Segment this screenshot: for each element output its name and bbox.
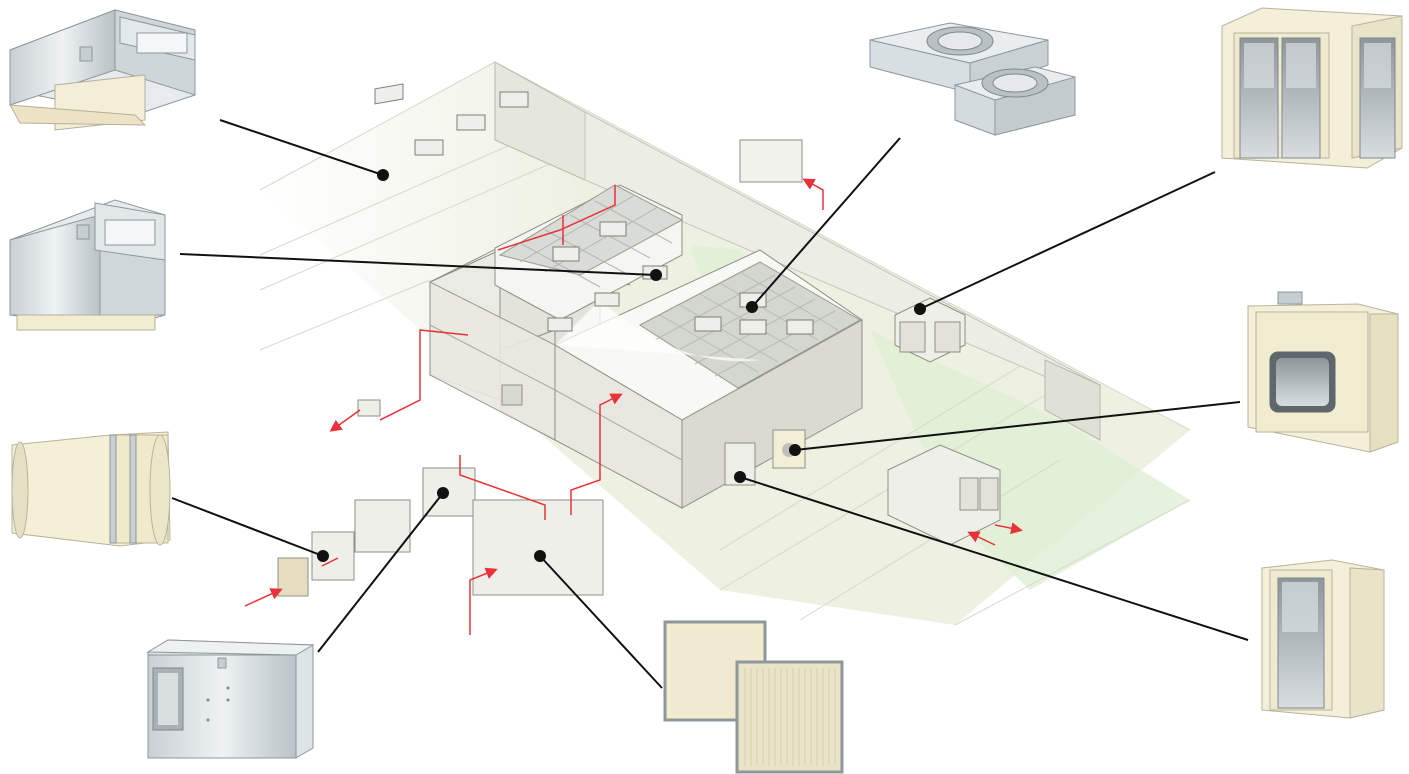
room-door-units xyxy=(724,139,1001,546)
fan-coil-duct-unit-icon xyxy=(9,9,196,131)
roof-fan-units xyxy=(374,83,814,335)
air-handling-unit-icon xyxy=(146,639,315,759)
soft-curtain-booth-icon xyxy=(11,431,171,547)
leader-dots xyxy=(317,169,926,562)
pass-box-icon xyxy=(1247,291,1399,453)
hepa-filter-icon xyxy=(663,620,844,774)
air-shower-double-icon xyxy=(1221,7,1403,169)
duct-lines xyxy=(244,178,1023,635)
leader-lines xyxy=(171,119,1249,689)
air-shower-single-icon xyxy=(1261,559,1385,719)
fan-coil-duct-unit-icon xyxy=(9,199,166,331)
fan-filter-unit-icon xyxy=(869,22,1076,136)
